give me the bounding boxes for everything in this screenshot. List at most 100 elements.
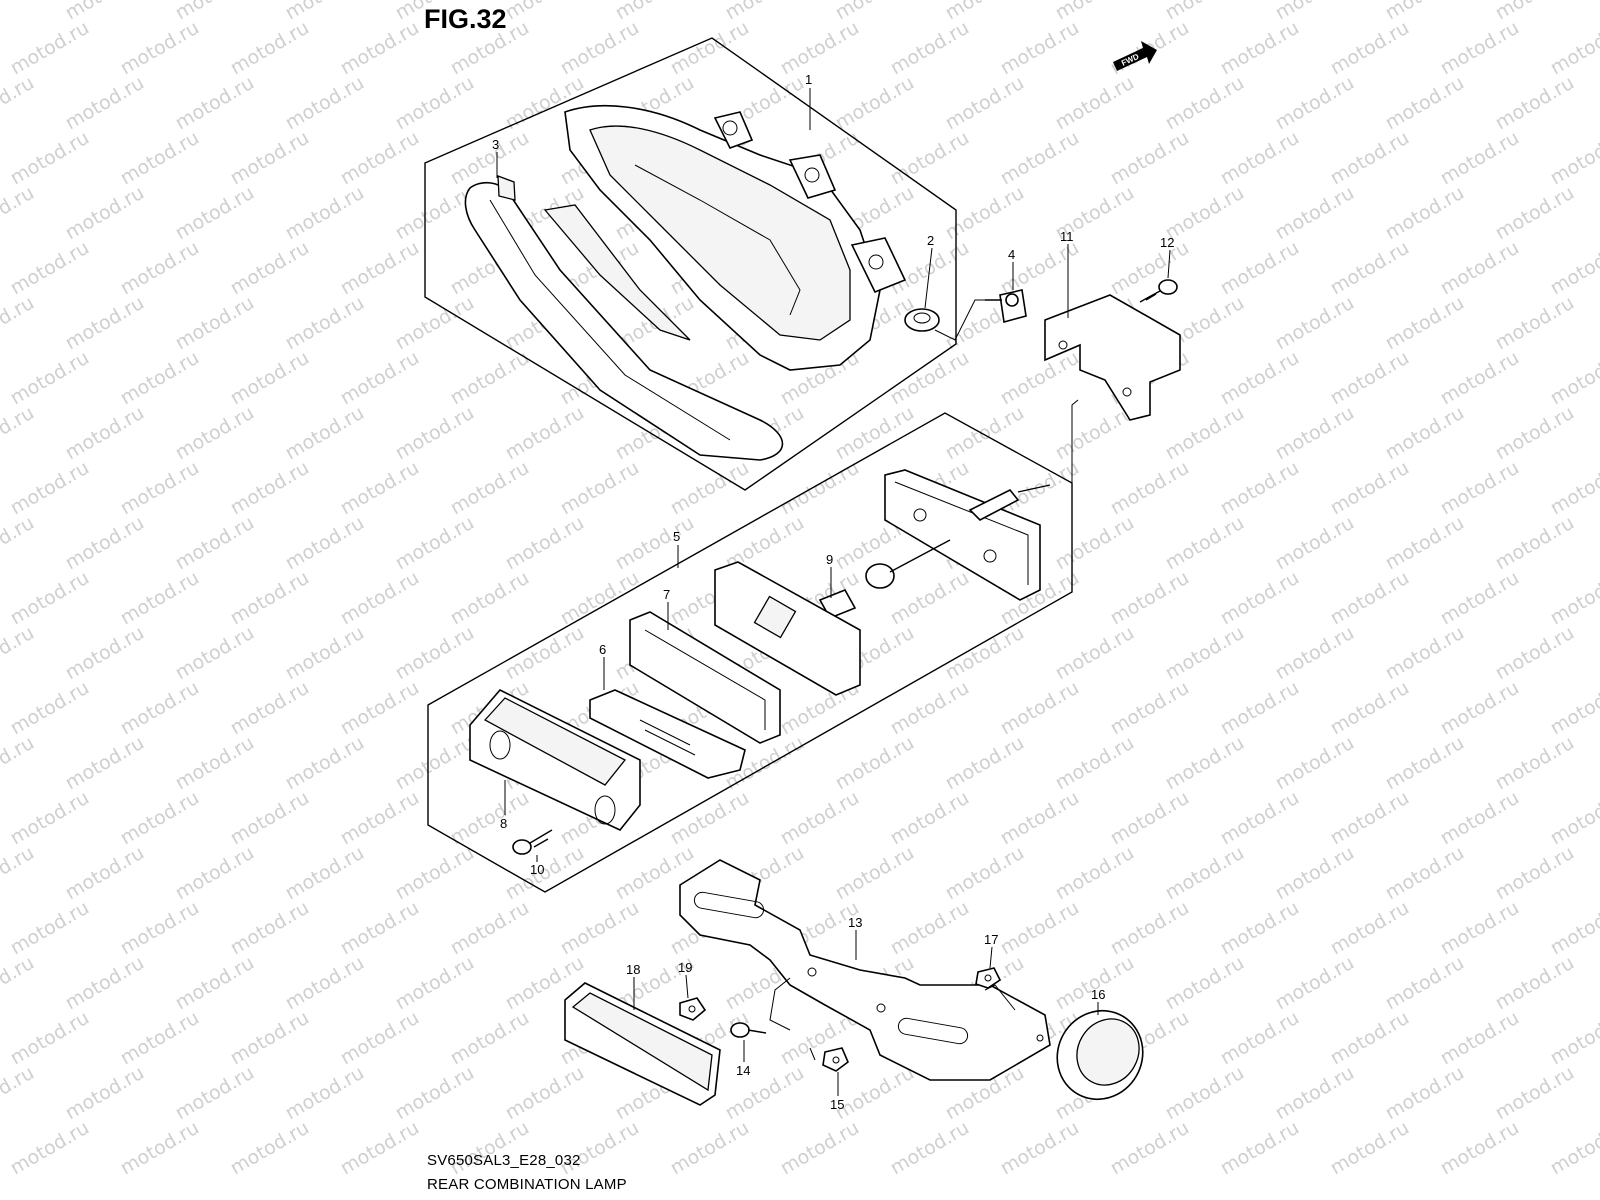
part-7-gasket[interactable] [629,611,781,744]
callout-12: 12 [1160,235,1174,250]
watermark-text: motod.ru [7,787,93,850]
watermark-text: motod.ru [667,17,753,80]
part-15-nut[interactable] [822,1047,849,1072]
watermark-text: motod.ru [282,842,368,905]
watermark-text: motod.ru [1437,457,1523,520]
callout-11: 11 [1060,229,1074,244]
part-9-bulb[interactable] [818,539,951,620]
part-2-grommet[interactable] [904,308,940,332]
watermark-text: motod.ru [1547,1117,1600,1180]
watermark-text: motod.ru [1547,787,1600,850]
watermark-text: motod.ru [1107,897,1193,960]
watermark-text: motod.ru [1382,732,1468,795]
watermark-text: motod.ru [392,402,478,465]
callout-9: 9 [826,552,833,567]
watermark-text: motod.ru [1107,457,1193,520]
watermark-text: motod.ru [62,732,148,795]
watermark-text: motod.ru [117,237,203,300]
watermark-text: motod.ru [172,182,258,245]
callout-14: 14 [736,1063,750,1078]
watermark-text: motod.ru [1272,1062,1358,1125]
part-1-tail-lamp-housing[interactable] [564,104,907,371]
watermark-text: motod.ru [1217,127,1303,190]
watermark-text: motod.ru [227,677,313,740]
watermark-text: motod.ru [447,457,533,520]
watermark-text: motod.ru [667,787,753,850]
watermark-text: motod.ru [337,787,423,850]
watermark-text: motod.ru [337,457,423,520]
watermark-text: motod.ru [1492,732,1578,795]
watermark-text: motod.ru [392,512,478,575]
part-18-rect-reflector[interactable] [564,982,721,1106]
watermark-text: motod.ru [1547,127,1600,190]
watermark-text: motod.ru [887,1117,973,1180]
watermark-text: motod.ru [447,347,533,410]
part-8-lamp-body[interactable] [469,689,641,831]
watermark-text: motod.ru [997,677,1083,740]
watermark-text: motod.ru [997,17,1083,80]
watermark-text: motod.ru [1382,842,1468,905]
watermark-text: motod.ru [1437,17,1523,80]
watermark-text: motod.ru [942,72,1028,135]
part-12-screw[interactable] [1139,279,1178,303]
watermark-text: motod.ru [1052,72,1138,135]
watermark-text: motod.ru [1162,732,1248,795]
watermark-text: motod.ru [7,17,93,80]
part-13-license-bracket[interactable] [679,859,1051,1081]
watermark-text: motod.ru [1272,292,1358,355]
watermark-text: motod.ru [227,127,313,190]
watermark-text: motod.ru [1052,732,1138,795]
part-10-screw[interactable] [512,829,553,855]
watermark-text: motod.ru [557,897,643,960]
watermark-text: motod.ru [172,622,258,685]
watermark-text: motod.ru [1382,182,1468,245]
watermark-text: motod.ru [1217,1117,1303,1180]
watermark-text: motod.ru [1052,622,1138,685]
watermark-text: motod.ru [337,897,423,960]
watermark-text: motod.ru [392,732,478,795]
watermark-text: motod.ru [7,1007,93,1070]
watermark-text: motod.ru [62,622,148,685]
watermark-text: motod.ru [1492,72,1578,135]
part-19-nut[interactable] [679,997,707,1021]
part-16-round-reflector[interactable] [1041,995,1159,1115]
part-3-lamp-gasket[interactable] [464,175,784,461]
watermark-text: motod.ru [997,347,1083,410]
watermark-text: motod.ru [612,512,698,575]
watermark-text: motod.ru [227,347,313,410]
part-7-lens-frame[interactable] [714,561,861,696]
watermark-text: motod.ru [1492,512,1578,575]
watermark-text: motod.ru [227,567,313,630]
watermark-text: motod.ru [1327,1007,1413,1070]
part-11-bracket[interactable] [1044,294,1181,421]
watermark-text: motod.ru [1492,182,1578,245]
watermark-text: motod.ru [117,1007,203,1070]
watermark-text: motod.ru [447,1007,533,1070]
watermark-text: motod.ru [1382,952,1468,1015]
watermark-text: motod.ru [667,457,753,520]
watermark-text: motod.ru [1272,402,1358,465]
watermark-text: motod.ru [7,1117,93,1180]
part-14-screw[interactable] [730,1022,767,1038]
watermark-text: motod.ru [0,402,38,465]
part-4-screw[interactable] [985,289,1027,324]
watermark-text: motod.ru [1437,1007,1523,1070]
watermark-text: motod.ru [392,952,478,1015]
part-5-lamp-base[interactable] [884,469,1051,601]
watermark-text: motod.ru [832,732,918,795]
watermark-text: motod.ru [1107,127,1193,190]
diagram-code: SV650SAL3_E28_032 [427,1152,581,1169]
watermark-text: motod.ru [62,842,148,905]
watermark-text: motod.ru [1217,457,1303,520]
part-6-lens-cover[interactable] [589,689,746,779]
watermark-text: motod.ru [282,182,368,245]
callout-1: 1 [805,72,812,87]
watermark-text: motod.ru [1162,402,1248,465]
watermark-text: motod.ru [942,842,1028,905]
watermark-text: motod.ru [1492,952,1578,1015]
part-17-nut[interactable] [975,967,1002,989]
watermark-text: motod.ru [887,787,973,850]
watermark-text: motod.ru [172,292,258,355]
watermark-text: motod.ru [1547,347,1600,410]
